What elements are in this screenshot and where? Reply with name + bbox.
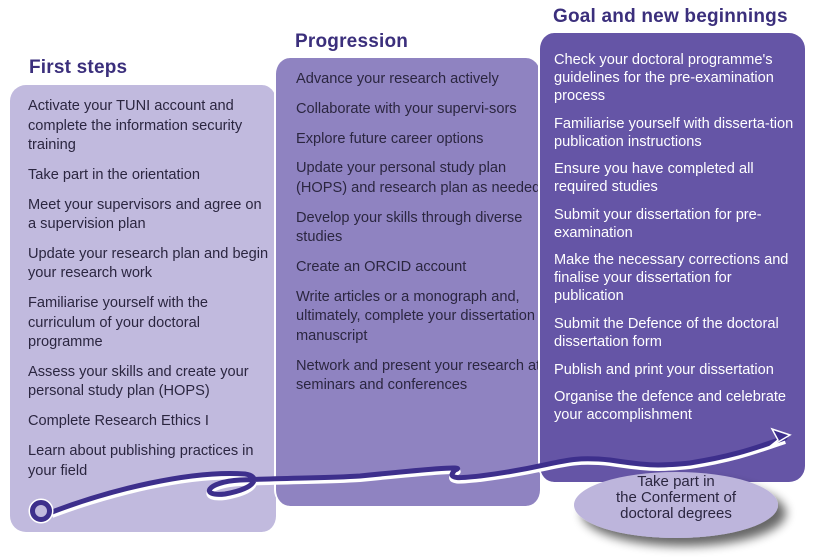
stage-items-list: Activate your TUNI account and complete …: [28, 97, 273, 491]
stage-title-progression: Progression: [295, 31, 409, 52]
stage-items-list: Check your doctoral programme's guidelin…: [554, 51, 804, 434]
stage-title-goal: Goal and new beginnings: [553, 6, 788, 27]
list-item: Activate your TUNI account and complete …: [28, 98, 243, 153]
list-item: Collaborate with your supervi-sors: [296, 100, 517, 117]
list-item: Update your personal study plan (HOPS) a…: [296, 160, 541, 196]
list-item: Ensure you have completed all required s…: [554, 161, 754, 196]
list-item: Publish and print your dissertation: [554, 361, 774, 378]
final-step-line: doctoral degrees: [620, 505, 732, 522]
final-step-line: Take part in: [637, 473, 715, 490]
list-item: Make the necessary corrections and final…: [554, 252, 789, 305]
stage-card-goal: Check your doctoral programme's guidelin…: [538, 33, 805, 482]
list-item: Familiarise yourself with disserta-tion …: [554, 115, 794, 150]
stage-card-first-steps: Activate your TUNI account and complete …: [10, 85, 278, 532]
stage-title-first-steps: First steps: [29, 57, 128, 78]
list-item: Familiarise yourself with the curriculum…: [28, 295, 209, 351]
list-item: Develop your skills through diverse stud…: [296, 209, 523, 246]
list-item: Advance your research actively: [296, 71, 499, 87]
stage-items-list: Advance your research actively Collabora…: [296, 70, 541, 406]
list-item: Explore future career options: [296, 130, 484, 147]
final-step-label: Take part in the Conferment of doctoral …: [578, 474, 774, 522]
list-item: Learn about publishing practices in your…: [28, 443, 254, 479]
list-item: Assess your skills and create your perso…: [28, 363, 249, 400]
list-item: Organise the defence and celebrate your …: [554, 389, 787, 424]
list-item: Update your research plan and begin your…: [28, 245, 269, 282]
list-item: Take part in the orientation: [28, 166, 200, 183]
list-item: Write articles or a monograph and, ultim…: [296, 288, 536, 344]
list-item: Meet your supervisors and agree on a sup…: [28, 196, 262, 233]
list-item: Submit your dissertation for pre-examina…: [554, 206, 762, 241]
list-item: Create an ORCID account: [296, 258, 467, 275]
list-item: Complete Research Ethics I: [28, 413, 209, 430]
list-item: Check your doctoral programme's guidelin…: [554, 52, 774, 104]
stage-card-progression: Advance your research actively Collabora…: [274, 58, 542, 506]
list-item: Network and present your research at sem…: [296, 357, 541, 394]
final-step-line: the Conferment of: [615, 489, 737, 506]
list-item: Submit the Defence of the doctoral disse…: [554, 315, 779, 350]
